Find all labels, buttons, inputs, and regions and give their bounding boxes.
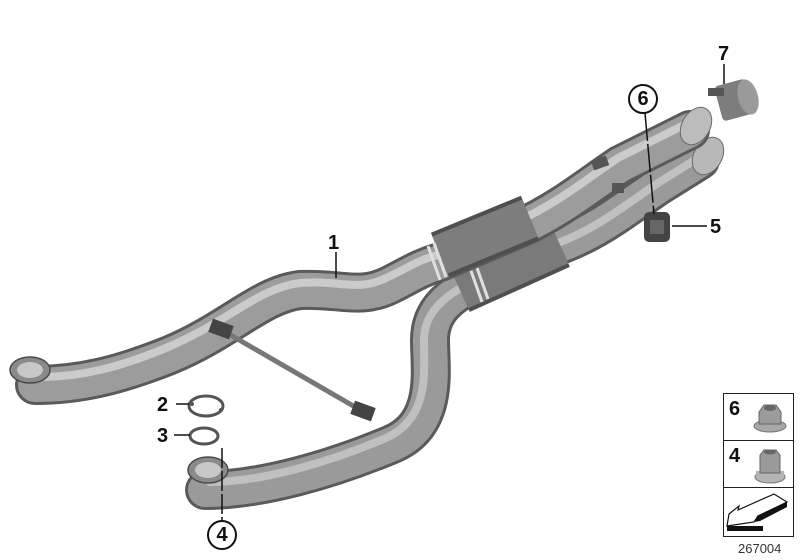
legend-item-arrow[interactable]	[724, 488, 793, 536]
direction-arrow-icon	[726, 493, 789, 531]
clamp-part-7	[708, 79, 759, 121]
callout-4-circled[interactable]: 4	[207, 520, 237, 550]
rubber-mount-part-5	[644, 212, 670, 242]
collar-nut-icon	[754, 449, 786, 484]
callout-1[interactable]: 1	[328, 232, 340, 254]
legend-number: 4	[729, 445, 741, 467]
hex-flange-nut-icon	[753, 404, 787, 433]
legend-item-6[interactable]: 6	[724, 394, 793, 441]
diagram-id: 267004	[738, 541, 782, 556]
fastener-legend: 6 4	[723, 393, 794, 537]
callout-7[interactable]: 7	[718, 43, 730, 65]
callout-6-label: 6	[637, 87, 649, 110]
sealing-ring-part-3	[188, 426, 220, 446]
callout-6-circled[interactable]: 6	[628, 84, 658, 114]
legend-item-4[interactable]: 4	[724, 441, 793, 488]
callout-3[interactable]: 3	[157, 425, 169, 447]
leader-lines	[174, 64, 725, 520]
upper-pipe	[15, 106, 713, 405]
legend-number: 6	[729, 398, 741, 420]
inlet-flanges	[9, 356, 229, 484]
gasket-part-2	[187, 394, 225, 418]
lower-pipe	[185, 136, 725, 510]
callout-4-label: 4	[216, 523, 228, 546]
callout-5[interactable]: 5	[710, 216, 722, 238]
cross-brace	[208, 318, 376, 422]
callout-2[interactable]: 2	[157, 394, 169, 416]
